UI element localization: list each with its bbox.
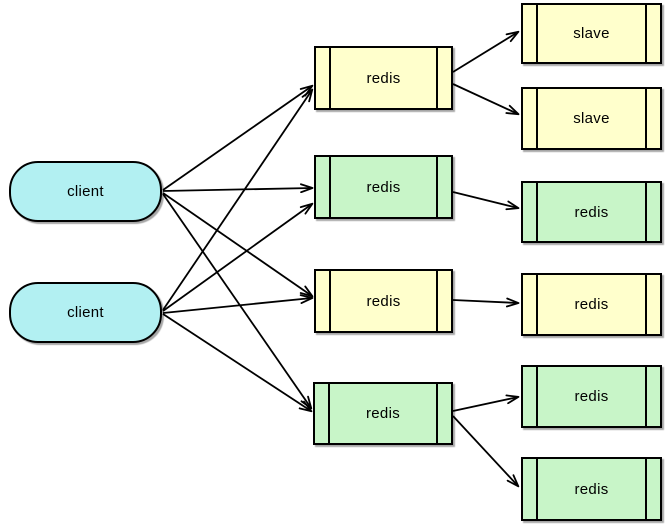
- component-side-line: [328, 384, 330, 443]
- edge-m1-to-r2: [452, 83, 520, 116]
- node-r4[interactable]: redis: [521, 273, 662, 336]
- node-label-client2: client: [67, 304, 104, 321]
- node-label-r3: redis: [574, 203, 609, 221]
- node-label-m4: redis: [365, 405, 400, 422]
- node-label-m1: redis: [366, 69, 401, 87]
- node-client1[interactable]: client: [9, 161, 162, 222]
- component-side-line: [536, 5, 538, 62]
- node-m1[interactable]: redis: [314, 46, 453, 110]
- node-m4[interactable]: redis: [313, 382, 453, 445]
- node-client2[interactable]: client: [9, 282, 162, 343]
- component-side-line: [645, 183, 647, 241]
- node-r6[interactable]: redis: [521, 457, 662, 521]
- component-side-line: [645, 275, 647, 334]
- component-side-line: [536, 275, 538, 334]
- edge-client2-to-m3: [162, 294, 314, 314]
- edge-m4-to-r5: [452, 394, 520, 412]
- edge-m4-to-r6: [452, 415, 520, 488]
- component-side-line: [536, 459, 538, 519]
- node-r2[interactable]: slave: [521, 87, 662, 150]
- component-side-line: [329, 48, 331, 108]
- edge-client1-to-m3: [162, 192, 314, 298]
- component-side-line: [436, 48, 438, 108]
- component-side-line: [645, 367, 647, 426]
- node-m3[interactable]: redis: [314, 269, 453, 333]
- node-label-m3: redis: [366, 292, 401, 310]
- node-label-r2: slave: [573, 110, 610, 127]
- component-side-line: [329, 157, 331, 217]
- component-side-line: [329, 271, 331, 331]
- component-side-line: [436, 271, 438, 331]
- node-r3[interactable]: redis: [521, 181, 662, 243]
- node-label-r1: slave: [573, 25, 610, 42]
- node-r1[interactable]: slave: [521, 3, 662, 64]
- component-side-line: [645, 5, 647, 62]
- node-label-r6: redis: [574, 480, 609, 498]
- node-label-r4: redis: [574, 296, 609, 313]
- component-side-line: [536, 183, 538, 241]
- component-side-line: [536, 89, 538, 148]
- component-side-line: [645, 459, 647, 519]
- component-side-line: [536, 367, 538, 426]
- node-r5[interactable]: redis: [521, 365, 662, 428]
- edge-client2-to-m1: [162, 88, 314, 311]
- edge-client2-to-m4: [162, 313, 313, 413]
- edge-m2-to-r3: [452, 191, 520, 211]
- node-label-m2: redis: [366, 178, 401, 196]
- edge-client1-to-m4: [162, 193, 313, 410]
- component-side-line: [436, 157, 438, 217]
- component-side-line: [436, 384, 438, 443]
- edge-client2-to-m2: [162, 202, 314, 312]
- node-label-client1: client: [67, 183, 104, 200]
- edge-m3-to-r4: [452, 297, 520, 308]
- node-label-r5: redis: [574, 388, 609, 405]
- edge-m1-to-r1: [452, 30, 520, 73]
- node-m2[interactable]: redis: [314, 155, 453, 219]
- edge-client1-to-m2: [162, 183, 314, 194]
- edge-client1-to-m1: [162, 84, 314, 191]
- component-side-line: [645, 89, 647, 148]
